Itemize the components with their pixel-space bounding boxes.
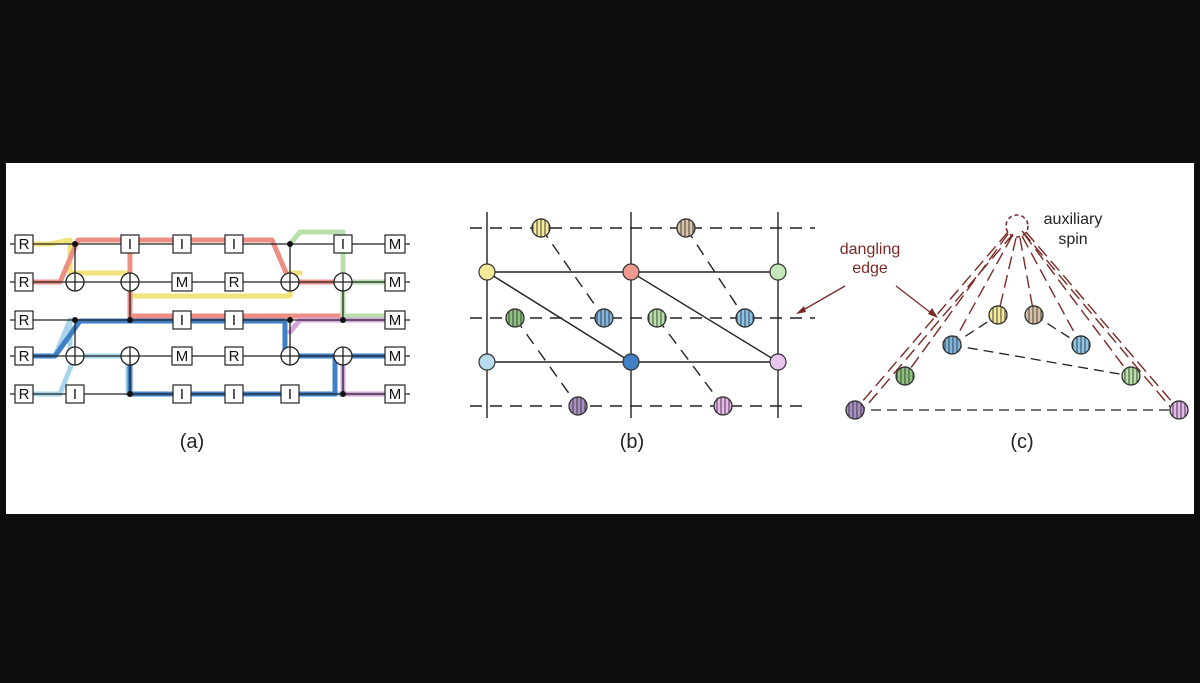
reset-gate-label: R — [229, 348, 240, 365]
reset-gate: R — [14, 384, 34, 404]
measure-gate-label: M — [389, 348, 402, 365]
caption-a: (a) — [180, 431, 204, 453]
identity-gate-label: I — [232, 386, 236, 403]
auxiliary-label-2: spin — [1058, 231, 1087, 248]
cnot-target-gate — [280, 346, 300, 366]
identity-gate-label: I — [232, 236, 236, 253]
identity-gate: I — [65, 384, 85, 404]
measure-gate-label: M — [389, 312, 402, 329]
identity-gate: I — [333, 234, 353, 254]
reset-gate: R — [224, 272, 244, 292]
cnot-target-gate — [333, 272, 353, 292]
dangling-label-1: dangling — [840, 241, 901, 258]
lattice-dashed-edges — [470, 227, 815, 407]
measure-gate: M — [384, 346, 406, 366]
auxiliary-spin-node — [1005, 214, 1029, 238]
identity-gate: I — [120, 234, 140, 254]
identity-gate: I — [224, 384, 244, 404]
identity-gate: I — [172, 384, 192, 404]
cnot-target-gate — [120, 272, 140, 292]
identity-gate: I — [172, 234, 192, 254]
auxiliary-edges — [854, 230, 1180, 412]
reset-gate-label: R — [19, 348, 30, 365]
caption-b: (b) — [620, 431, 644, 453]
reset-gate-label: R — [19, 312, 30, 329]
measure-gate: M — [384, 234, 406, 254]
reset-gate-label: R — [19, 386, 30, 403]
figure-background — [6, 163, 1194, 514]
measure-gate-label: M — [176, 348, 189, 365]
panel-c-star: auxiliary spin (c) — [845, 211, 1189, 453]
identity-gate-label: I — [180, 236, 184, 253]
identity-gate-label: I — [180, 312, 184, 329]
reset-gate-label: R — [19, 274, 30, 291]
star-hatched-nodes — [845, 305, 1189, 420]
measure-gate: M — [171, 346, 193, 366]
dangling-label-2: edge — [852, 260, 888, 277]
auxiliary-label-1: auxiliary — [1044, 211, 1103, 228]
measure-gate: M — [384, 310, 406, 330]
cnot-target-gate — [65, 272, 85, 292]
reset-gate: R — [14, 272, 34, 292]
identity-gate: I — [224, 310, 244, 330]
reset-gate-label: R — [19, 236, 30, 253]
dangling-edge-annotation: dangling edge — [796, 241, 938, 318]
measure-gate-label: M — [389, 236, 402, 253]
panel-b-lattice: (b) — [470, 212, 815, 453]
cnot-target-gate — [333, 346, 353, 366]
identity-gate-label: I — [73, 386, 77, 403]
cnot-target-gate — [65, 346, 85, 366]
reset-gate: R — [14, 234, 34, 254]
reset-gate: R — [224, 346, 244, 366]
cnot-target-gate — [280, 272, 300, 292]
measure-gate: M — [171, 272, 193, 292]
identity-gate: I — [280, 384, 300, 404]
measure-gate-label: M — [176, 274, 189, 291]
reset-gate-label: R — [229, 274, 240, 291]
identity-gate-label: I — [128, 236, 132, 253]
measure-gate: M — [384, 384, 406, 404]
panel-a-circuit: R I I I I M R M R M R I I M R M R M R I I I I M (a) — [10, 229, 410, 453]
measure-gate-label: M — [389, 274, 402, 291]
identity-gate: I — [224, 234, 244, 254]
caption-c: (c) — [1010, 431, 1033, 453]
lattice-hatched-nodes — [505, 218, 755, 416]
identity-gate: I — [172, 310, 192, 330]
identity-gate-label: I — [232, 312, 236, 329]
identity-gate-label: I — [180, 386, 184, 403]
reset-gate: R — [14, 346, 34, 366]
reset-gate: R — [14, 310, 34, 330]
gate-layer: R I I I I M R M R M R I I M R M R M R I I I I M — [14, 234, 406, 404]
identity-gate-label: I — [288, 386, 292, 403]
control-dots — [72, 241, 346, 397]
measure-gate: M — [384, 272, 406, 292]
lattice-verticals — [486, 212, 779, 418]
cnot-target-gate — [120, 346, 140, 366]
measure-gate-label: M — [389, 386, 402, 403]
lattice-nodes — [478, 263, 787, 371]
identity-gate-label: I — [341, 236, 345, 253]
